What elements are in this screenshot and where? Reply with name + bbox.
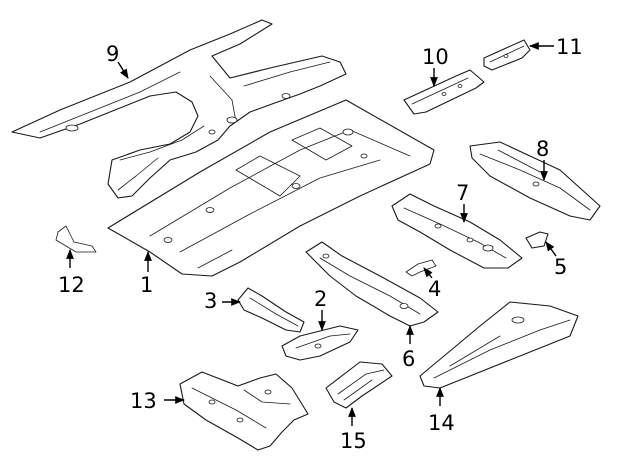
part-14-underbody-shield xyxy=(419,301,579,389)
callout-5: 5 xyxy=(554,255,567,279)
part-4-clip xyxy=(405,259,437,277)
callout-4: 4 xyxy=(428,277,441,301)
part-9-front-structure xyxy=(11,19,347,199)
callout-7: 7 xyxy=(456,181,469,205)
callout-8: 8 xyxy=(536,137,549,161)
callout-15: 15 xyxy=(340,429,367,453)
callout-12: 12 xyxy=(58,273,85,297)
part-13-seat-bracket xyxy=(179,371,309,451)
part-10-bracket xyxy=(403,69,485,115)
callout-9: 9 xyxy=(106,42,119,66)
callout-14: 14 xyxy=(428,411,455,435)
callout-13: 13 xyxy=(130,389,157,413)
part-6-rail xyxy=(305,241,439,327)
part-2-plate xyxy=(281,325,359,361)
part-5-clip xyxy=(525,231,549,249)
part-8-rear-crossmember xyxy=(469,141,601,221)
callout-labels: 9 1 10 11 8 7 5 4 12 6 3 2 14 15 13 xyxy=(58,35,583,453)
leader-4 xyxy=(423,267,433,279)
callout-10: 10 xyxy=(422,45,449,69)
leader-9 xyxy=(117,61,129,79)
callout-2: 2 xyxy=(314,287,327,311)
part-11-bracket xyxy=(483,39,531,71)
part-15-shield xyxy=(325,361,393,409)
callout-1: 1 xyxy=(140,273,153,297)
part-1-floor-pan xyxy=(107,99,435,277)
callout-11: 11 xyxy=(556,35,583,59)
part-7-crossmember xyxy=(391,193,523,269)
part-3-bracket xyxy=(237,287,305,333)
leader-5 xyxy=(545,241,557,257)
callout-leaders xyxy=(66,42,557,426)
part-12-bracket xyxy=(55,225,97,253)
callout-3: 3 xyxy=(204,289,217,313)
callout-6: 6 xyxy=(402,347,415,371)
